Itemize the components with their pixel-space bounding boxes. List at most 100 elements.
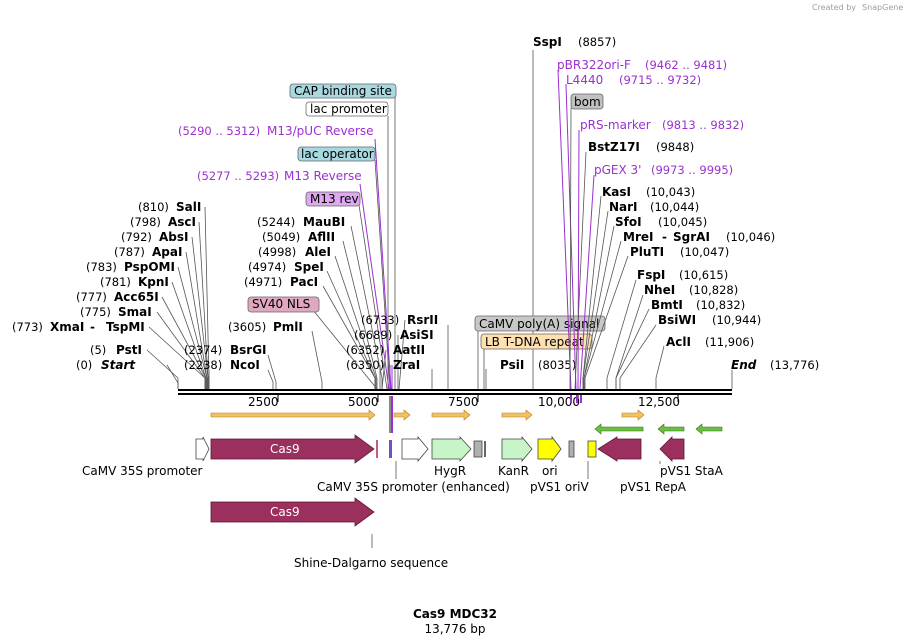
site-position: (781) bbox=[100, 275, 131, 289]
site-paci: PacI bbox=[290, 275, 318, 289]
site-sspi: SspI bbox=[533, 35, 562, 49]
site-mrei: MreI bbox=[623, 230, 653, 244]
credit-brand: SnapGene bbox=[862, 3, 903, 12]
primer-range: (9462 .. 9481) bbox=[645, 58, 727, 72]
site-acli: AclI bbox=[666, 335, 691, 349]
backbone bbox=[178, 389, 732, 395]
map-title: Cas9 MDC32 bbox=[413, 607, 497, 621]
site-position: (792) bbox=[121, 230, 152, 244]
primer-arrow bbox=[501, 409, 533, 421]
primer-l4440: L4440 bbox=[566, 73, 603, 87]
tag-lac-promoter bbox=[305, 101, 389, 117]
label-hygr: HygR bbox=[434, 464, 466, 478]
site-bsrgi: BsrGI bbox=[230, 343, 267, 357]
site-psti: PstI bbox=[116, 343, 142, 357]
feature-tags-right: CaMV poly(A) signal LB T-DNA repeat bbox=[474, 315, 606, 389]
camv35s-enh-arrow bbox=[401, 435, 429, 463]
tag-camv-polya bbox=[474, 315, 606, 332]
primer-range: (9973 .. 9995) bbox=[651, 163, 733, 177]
site-rsrii: RsrII bbox=[407, 313, 438, 327]
site-end: End bbox=[731, 358, 757, 372]
site-asci: AscI bbox=[168, 215, 196, 229]
site-position: (9848) bbox=[656, 140, 694, 154]
primer-arrow-reverse bbox=[695, 423, 723, 435]
primer-range: (9715 .. 9732) bbox=[619, 73, 701, 87]
site-position: (3605) bbox=[228, 320, 266, 334]
site-labels-right: SspI (8857) pBR322ori-F (9462 .. 9481) L… bbox=[533, 35, 819, 372]
site-position: (2238) bbox=[184, 358, 222, 372]
label-m13-rev: M13 rev bbox=[310, 192, 359, 206]
primer-pbr322ori-f: pBR322ori-F bbox=[557, 58, 631, 72]
label-pvs1-staa: pVS1 StaA bbox=[660, 464, 724, 478]
site-position: (6352) bbox=[346, 343, 384, 357]
site-position: (10,832) bbox=[696, 298, 745, 312]
label-lac-operator: lac operator bbox=[301, 147, 374, 161]
site-position: (8035) bbox=[538, 358, 576, 372]
site-position: (10,045) bbox=[658, 215, 707, 229]
feature-labels-bottom: CaMV 35S promoter HygR KanR ori pVS1 Sta… bbox=[82, 464, 724, 494]
site-start: Start bbox=[101, 358, 136, 372]
site-labels-center: (6350) ZraI (6352) AatII (6689) AsiSI (6… bbox=[346, 313, 576, 372]
tag-m13-rev bbox=[305, 191, 361, 207]
leader-lines-right bbox=[569, 107, 733, 390]
site-labels-left: (0) Start (5) PstI (773) XmaI - TspMI (7… bbox=[12, 200, 201, 372]
marker-purple bbox=[389, 440, 392, 458]
site-dash: - bbox=[90, 320, 95, 334]
site-position: (10,046) bbox=[726, 230, 775, 244]
sv40-nls-mark bbox=[376, 440, 378, 458]
site-position: (4971) bbox=[244, 275, 282, 289]
site-labels-mid-left: (2238) NcoI (2374) BsrGI (3605) PmlI (49… bbox=[184, 215, 345, 372]
leader-lines-mid-left bbox=[267, 225, 383, 389]
label-kanr: KanR bbox=[498, 464, 529, 478]
site-asisi: AsiSI bbox=[400, 328, 434, 342]
site-position: (775) bbox=[80, 305, 111, 319]
site-aflii: AflII bbox=[308, 230, 335, 244]
site-position: (10,828) bbox=[689, 283, 738, 297]
primer-arrow bbox=[431, 409, 471, 421]
label-ori: ori bbox=[542, 464, 558, 478]
lb-mark bbox=[484, 441, 486, 457]
site-position: (10,944) bbox=[712, 313, 761, 327]
tag-sv40-nls bbox=[247, 296, 320, 313]
site-position: (783) bbox=[86, 260, 117, 274]
site-smai: SmaI bbox=[118, 305, 152, 319]
primer-m13-puc-reverse: M13/pUC Reverse bbox=[267, 124, 374, 138]
label-lac-promoter: lac promoter bbox=[310, 102, 387, 116]
site-ncoi: NcoI bbox=[230, 358, 260, 372]
site-position: (4974) bbox=[248, 260, 286, 274]
site-position: (810) bbox=[138, 200, 169, 214]
site-maubi: MauBI bbox=[303, 215, 345, 229]
cas9-translation: Cas9 Shine-Dalgarno sequence bbox=[210, 497, 448, 570]
site-kpni: KpnI bbox=[138, 275, 169, 289]
label-pvs1-repa: pVS1 RepA bbox=[620, 480, 687, 494]
feature-label-leaders bbox=[371, 461, 661, 548]
tag-lac-operator bbox=[297, 146, 376, 162]
ori-arrow bbox=[537, 435, 562, 463]
site-pspomi: PspOMI bbox=[124, 260, 175, 274]
site-pmli: PmlI bbox=[273, 320, 303, 334]
site-position: (10,047) bbox=[680, 245, 729, 259]
tag-lb-tdna-repeat bbox=[480, 333, 593, 350]
staa-arrow bbox=[659, 436, 685, 462]
hygr-arrow bbox=[431, 435, 472, 463]
ruler-tick-label: 12,500 bbox=[638, 395, 680, 409]
site-bmti: BmtI bbox=[651, 298, 683, 312]
ruler: 2500 5000 7500 10,000 12,500 bbox=[248, 395, 680, 409]
primer-arrow bbox=[210, 409, 376, 421]
label-lb-tdna-repeat: LB T-DNA repeat bbox=[485, 335, 584, 349]
ruler-tick-label: 2500 bbox=[248, 395, 279, 409]
feature-arrows: Cas9 bbox=[195, 434, 685, 464]
label-camv35s: CaMV 35S promoter bbox=[82, 464, 203, 478]
site-psii: PsiI bbox=[500, 358, 524, 372]
label-camv35s-enh: CaMV 35S promoter (enhanced) bbox=[317, 480, 510, 494]
label-bom: bom bbox=[574, 95, 601, 109]
site-sfoi: SfoI bbox=[615, 215, 642, 229]
site-pluti: PluTI bbox=[630, 245, 664, 259]
repa-arrow bbox=[597, 436, 642, 462]
site-position: (10,043) bbox=[646, 185, 695, 199]
leader-lines-sites-center bbox=[379, 50, 534, 390]
camv35s-arrow bbox=[195, 436, 210, 462]
tag-bom bbox=[570, 93, 604, 110]
primer-pgex-3: pGEX 3' bbox=[594, 163, 641, 177]
primer-arrow-reverse bbox=[594, 423, 644, 435]
